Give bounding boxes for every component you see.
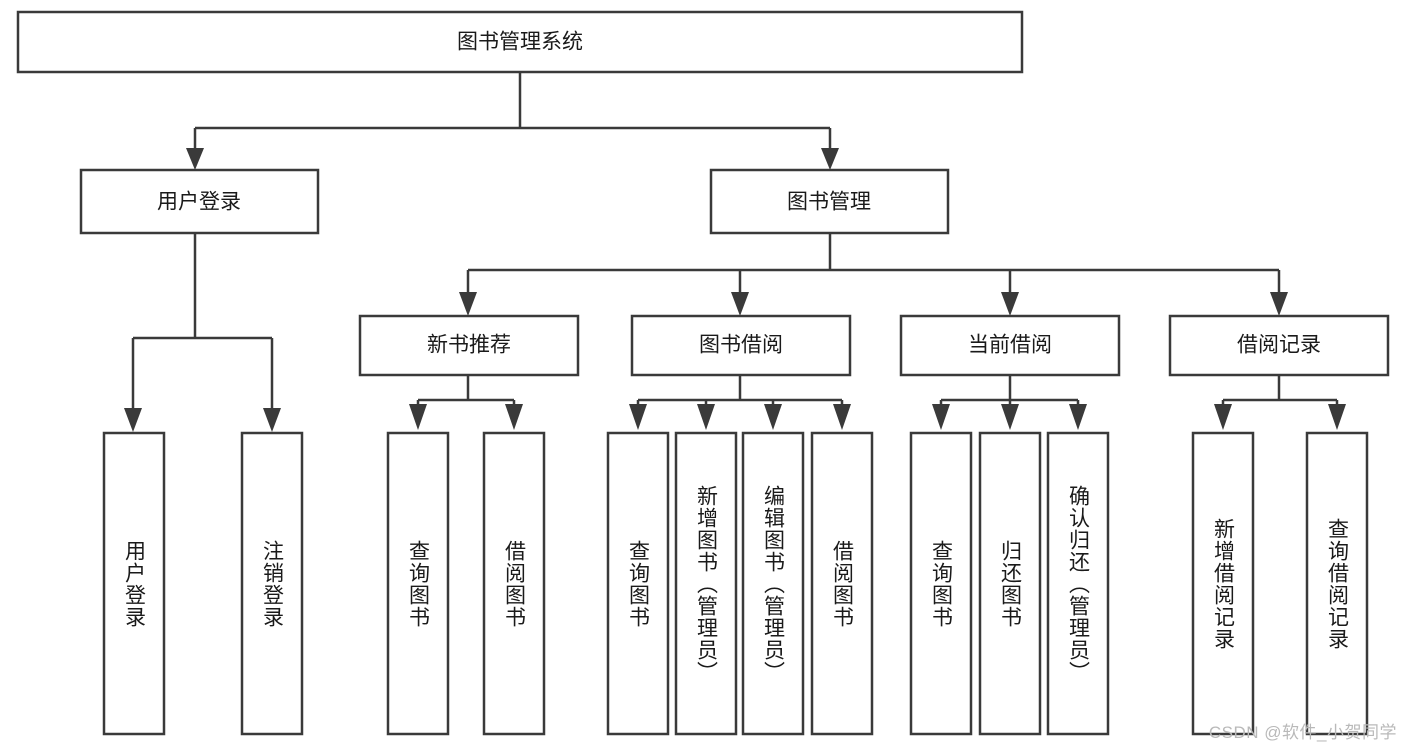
node-book-management[interactable]: 图书管理 (709, 168, 950, 235)
node-leaf-add-record-box[interactable] (1191, 431, 1255, 736)
node-leaf-user-logout-box[interactable] (240, 431, 304, 736)
node-leaf-query-book-1-box[interactable] (386, 431, 450, 736)
node-new-book-recommend[interactable]: 新书推荐 (358, 314, 580, 377)
connector-group (124, 72, 1346, 432)
arrow-to-leaf-confirm-return (1069, 404, 1087, 430)
node-leaf-edit-book-box[interactable] (741, 431, 805, 736)
arrow-to-leaf-query-book-2 (629, 404, 647, 430)
arrow-to-leaf-query-book-1 (409, 404, 427, 430)
node-book-borrow-label: 图书借阅 (699, 334, 783, 357)
node-current-borrow[interactable]: 当前借阅 (899, 314, 1121, 377)
node-book-borrow-box[interactable] (630, 314, 852, 377)
node-current-borrow-label: 当前借阅 (968, 334, 1052, 357)
node-leaf-add-book-box[interactable] (674, 431, 738, 736)
node-borrow-record[interactable]: 借阅记录 (1168, 314, 1390, 377)
node-leaf-confirm-return-box[interactable] (1046, 431, 1110, 736)
watermark-text: CSDN @软件_小贺同学 (1208, 723, 1397, 742)
node-new-book-recommend-label: 新书推荐 (427, 334, 511, 357)
node-leaf-return-book-box[interactable] (978, 431, 1042, 736)
arrow-to-leaf-user-login (124, 408, 142, 432)
node-user-login[interactable]: 用户登录 (79, 168, 320, 235)
arrow-to-user-login (186, 148, 204, 170)
node-current-borrow-box[interactable] (899, 314, 1121, 377)
arrow-to-leaf-query-book-3 (932, 404, 950, 430)
node-book-management-box[interactable] (709, 168, 950, 235)
node-root-label: 图书管理系统 (457, 31, 583, 54)
arrow-to-leaf-return-book (1001, 404, 1019, 430)
arrow-to-borrow-record (1270, 292, 1288, 316)
node-borrow-record-box[interactable] (1168, 314, 1390, 377)
arrow-to-leaf-borrow-book-2 (833, 404, 851, 430)
arrow-to-leaf-edit-book (764, 404, 782, 430)
node-user-login-label: 用户登录 (157, 191, 241, 214)
arrow-to-current-borrow (1001, 292, 1019, 316)
node-new-book-recommend-box[interactable] (358, 314, 580, 377)
arrow-to-book-borrow (731, 292, 749, 316)
node-leaf-borrow-book-2-box[interactable] (810, 431, 874, 736)
node-leaf-query-record-box[interactable] (1305, 431, 1369, 736)
arrow-to-leaf-query-record (1328, 404, 1346, 430)
node-book-borrow[interactable]: 图书借阅 (630, 314, 852, 377)
node-root[interactable]: 图书管理系统 (16, 10, 1024, 74)
arrow-to-leaf-add-record (1214, 404, 1232, 430)
arrow-to-leaf-user-logout (263, 408, 281, 432)
node-leaf-query-book-2-box[interactable] (606, 431, 670, 736)
node-root-box[interactable] (16, 10, 1024, 74)
node-borrow-record-label: 借阅记录 (1237, 334, 1321, 357)
node-user-login-box[interactable] (79, 168, 320, 235)
arrow-to-new-book-recommend (459, 292, 477, 316)
node-leaf-user-login-box[interactable] (102, 431, 166, 736)
arrow-to-book-management (821, 148, 839, 170)
arrow-to-leaf-add-book (697, 404, 715, 430)
node-book-management-label: 图书管理 (787, 191, 871, 214)
arrow-to-leaf-borrow-book-1 (505, 404, 523, 430)
node-leaf-query-book-3-box[interactable] (909, 431, 973, 736)
node-leaf-borrow-book-1-box[interactable] (482, 431, 546, 736)
